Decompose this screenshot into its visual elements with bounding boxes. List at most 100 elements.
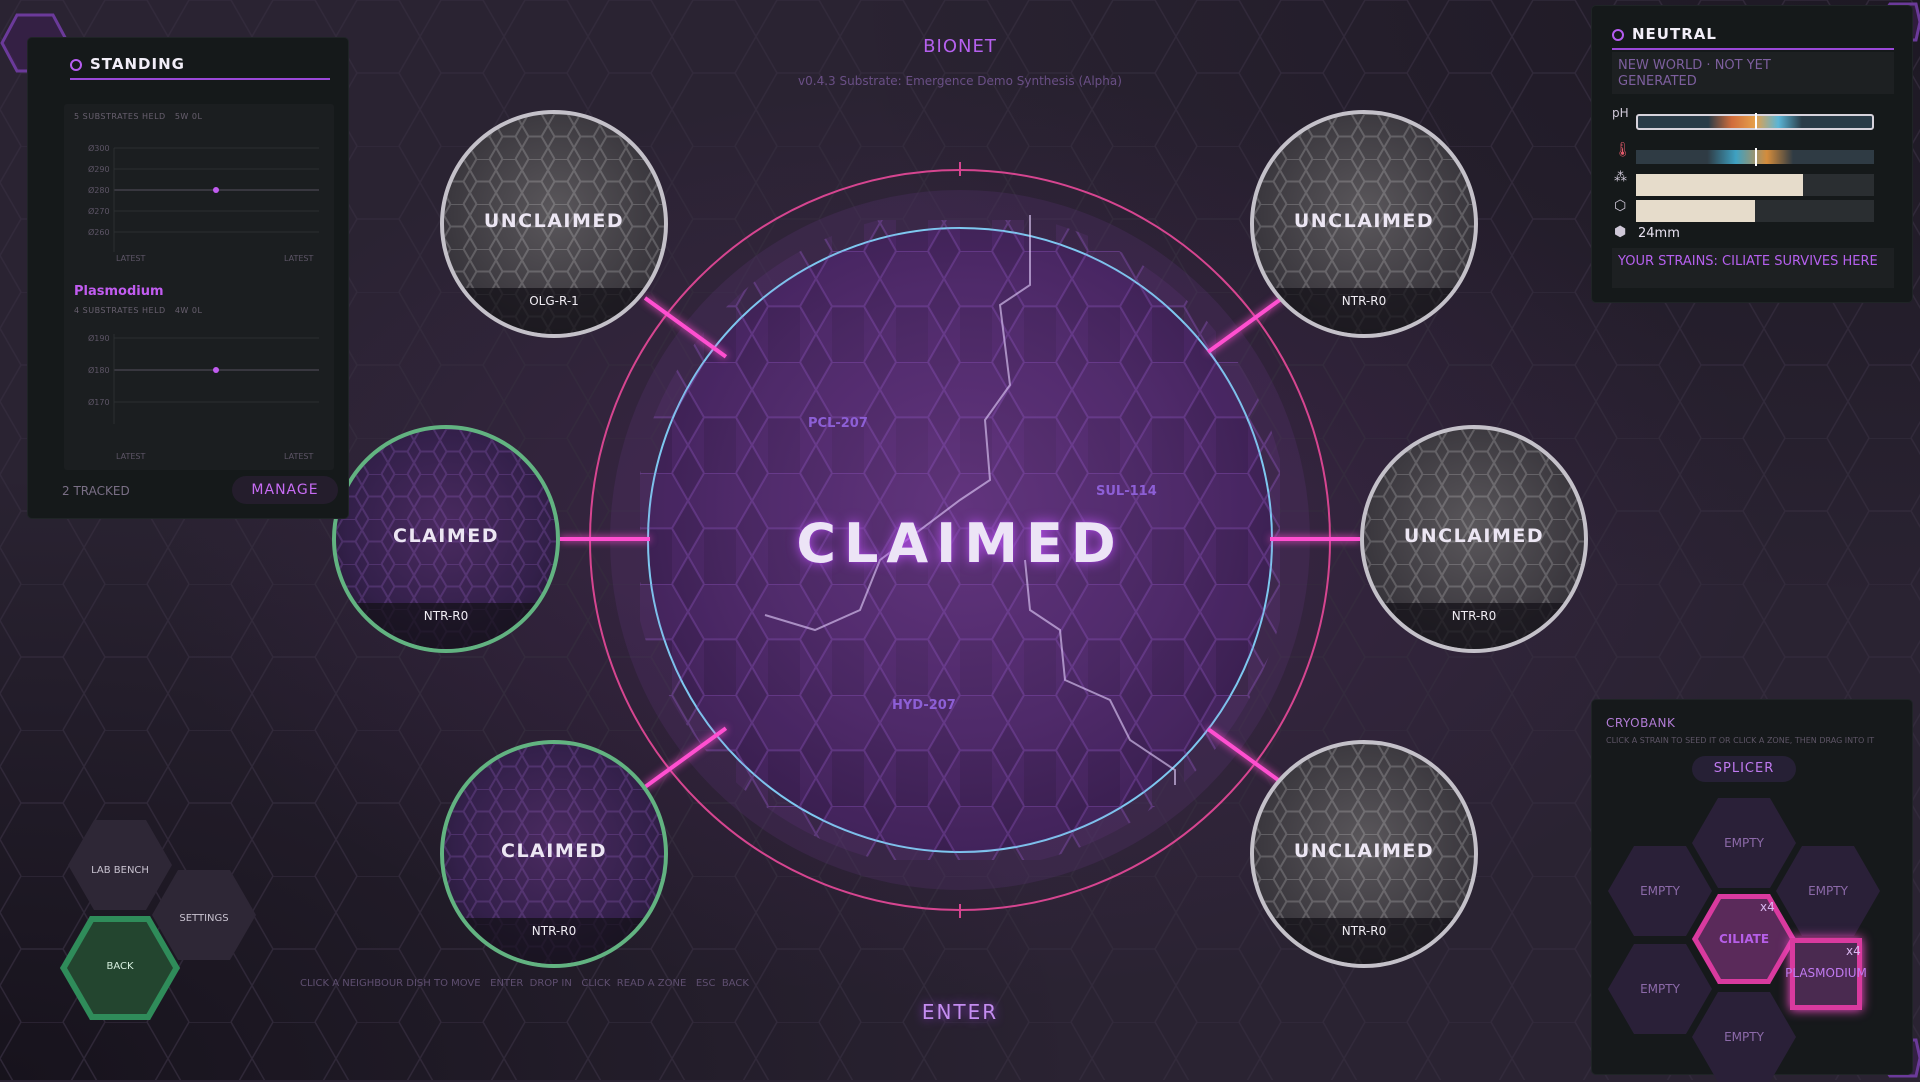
neighbour-dish-right[interactable]: UNCLAIMED NTR-R0 xyxy=(1360,425,1588,653)
dish-code: NTR-R0 xyxy=(1341,924,1387,938)
zone-label-hyd[interactable]: HYD-207 xyxy=(892,698,956,713)
dish-footer xyxy=(444,288,664,334)
standing-card[interactable]: Plasmodium 4 SUBSTRATES HELD 4W 0L Ø190 … xyxy=(64,274,334,470)
strain-count: x4 xyxy=(1760,900,1775,914)
ph-bar xyxy=(1636,113,1874,130)
cube-icon: ⬡ xyxy=(1614,198,1627,214)
divider xyxy=(70,78,330,80)
strain-slot[interactable] xyxy=(1776,846,1880,936)
dish-status: UNCLAIMED xyxy=(1403,525,1545,547)
molecule-icon: ⁂ xyxy=(1614,170,1627,185)
dish-footer xyxy=(444,918,664,964)
density-bar xyxy=(1636,200,1874,222)
connector-line xyxy=(1270,537,1360,541)
ph-label: pH xyxy=(1612,106,1629,120)
strain-slot[interactable] xyxy=(1608,846,1712,936)
controls-hint: CLICK A NEIGHBOUR DISH TO MOVE ENTER DRO… xyxy=(300,978,749,989)
standing-icon xyxy=(70,59,82,71)
dish-code: NTR-R0 xyxy=(1341,294,1387,308)
standing-header: STANDING xyxy=(70,54,185,73)
nutrient-bar xyxy=(1636,174,1874,196)
back-label: BACK xyxy=(106,961,134,972)
strain-slot[interactable] xyxy=(1692,798,1796,888)
neutral-icon xyxy=(1612,29,1624,41)
neighbour-dish-top-left[interactable]: UNCLAIMED OLG-R-1 xyxy=(440,110,668,338)
dish-code: OLG-R-1 xyxy=(529,294,579,308)
strain-slot-inner xyxy=(1795,943,1857,1005)
density-fill xyxy=(1636,200,1755,222)
size-icon: ⬢ xyxy=(1614,224,1627,240)
slot-label: EMPTY xyxy=(1724,836,1764,850)
enter-button[interactable]: ENTER xyxy=(921,1000,999,1024)
divider xyxy=(1612,48,1894,50)
slot-label: PLASMODIUM xyxy=(1785,966,1867,980)
neighbour-dish-top-right[interactable]: UNCLAIMED NTR-R0 xyxy=(1250,110,1478,338)
dish-status: CLAIMED xyxy=(501,840,607,862)
neutral-panel: NEUTRAL NEW WORLD · NOT YET GENERATED pH… xyxy=(1592,6,1912,302)
app-title: BIONET xyxy=(923,36,997,57)
cryobank-panel: CRYOBANK CLICK A STRAIN TO SEED IT OR CL… xyxy=(1592,700,1912,1082)
card-title: Plasmodium xyxy=(74,284,164,299)
dish-status: UNCLAIMED xyxy=(1293,840,1435,862)
tick-label: Ø280 xyxy=(88,186,110,195)
dish-status: UNCLAIMED xyxy=(1293,210,1435,232)
data-point xyxy=(213,187,219,193)
dish-footer xyxy=(1364,603,1584,649)
standing-chart xyxy=(113,147,319,252)
x-tick-label: LATEST xyxy=(116,254,146,263)
tick-label: Ø260 xyxy=(88,228,110,237)
dish-footer xyxy=(1254,288,1474,334)
x-tick-label: LATEST xyxy=(284,254,314,263)
cryobank-hint: CLICK A STRAIN TO SEED IT OR CLICK A ZON… xyxy=(1606,736,1875,745)
neighbour-dish-left[interactable]: CLAIMED NTR-R0 xyxy=(332,425,560,653)
dish-code: NTR-R0 xyxy=(423,609,469,623)
dish-code: NTR-R0 xyxy=(1451,609,1497,623)
manage-button[interactable]: MANAGE xyxy=(232,476,338,504)
standing-panel: STANDING 5 SUBSTRATES HELD 5W 0L Ø300 Ø2… xyxy=(28,38,348,518)
strain-count: x4 xyxy=(1846,944,1861,958)
size-value: 24mm xyxy=(1638,226,1680,241)
dish-status: UNCLAIMED xyxy=(483,210,625,232)
standing-card[interactable]: 5 SUBSTRATES HELD 5W 0L Ø300 Ø290 Ø280 Ø… xyxy=(64,104,334,304)
lab-bench-label: LAB BENCH xyxy=(91,865,149,876)
neighbour-dish-bottom-right[interactable]: UNCLAIMED NTR-R0 xyxy=(1250,740,1478,968)
dish-footer xyxy=(1254,918,1474,964)
ph-marker xyxy=(1755,113,1757,129)
card-meta: 5 SUBSTRATES HELD 5W 0L xyxy=(74,112,203,121)
tick-label: Ø190 xyxy=(88,334,110,343)
tracked-count: 2 TRACKED xyxy=(62,484,130,498)
temperature-bar xyxy=(1636,148,1874,166)
connector-line xyxy=(560,537,650,541)
card-meta: 4 SUBSTRATES HELD 4W 0L xyxy=(74,306,203,315)
x-tick-label: LATEST xyxy=(284,452,314,461)
splicer-button[interactable]: SPLICER xyxy=(1692,756,1796,782)
dish-code: NTR-R0 xyxy=(531,924,577,938)
central-dish[interactable] xyxy=(560,140,1360,940)
neighbour-dish-bottom-left[interactable]: CLAIMED NTR-R0 xyxy=(440,740,668,968)
neutral-title: NEUTRAL xyxy=(1632,25,1717,43)
strain-slot-inner xyxy=(1698,899,1790,979)
temperature-marker xyxy=(1755,148,1757,166)
tick-label: Ø170 xyxy=(88,398,110,407)
slot-label: EMPTY xyxy=(1724,1030,1764,1044)
slot-label: EMPTY xyxy=(1808,884,1848,898)
zone-label-sul[interactable]: SUL-114 xyxy=(1096,484,1157,499)
data-point xyxy=(213,367,219,373)
standing-title: STANDING xyxy=(90,55,185,73)
tick-label: Ø290 xyxy=(88,165,110,174)
center-status: CLAIMED xyxy=(796,512,1124,575)
version-text: v0.4.3 Substrate: Emergence Demo Synthes… xyxy=(798,74,1122,88)
zone-label-pcl[interactable]: PCL-207 xyxy=(808,416,868,431)
neutral-subtitle: NEW WORLD · NOT YET GENERATED xyxy=(1618,58,1771,89)
strain-note: YOUR STRAINS: CILIATE SURVIVES HERE xyxy=(1618,254,1878,269)
note-box: YOUR STRAINS: CILIATE SURVIVES HERE xyxy=(1612,248,1894,288)
slot-label: CILIATE xyxy=(1718,932,1770,946)
tick-label: Ø300 xyxy=(88,144,110,153)
neutral-header: NEUTRAL xyxy=(1612,24,1717,43)
standing-chart xyxy=(113,334,319,424)
strain-slot[interactable] xyxy=(1608,944,1712,1034)
slot-label: EMPTY xyxy=(1640,982,1680,996)
dish-status: CLAIMED xyxy=(393,525,499,547)
strain-slot[interactable] xyxy=(1692,992,1796,1082)
tick-label: Ø270 xyxy=(88,207,110,216)
